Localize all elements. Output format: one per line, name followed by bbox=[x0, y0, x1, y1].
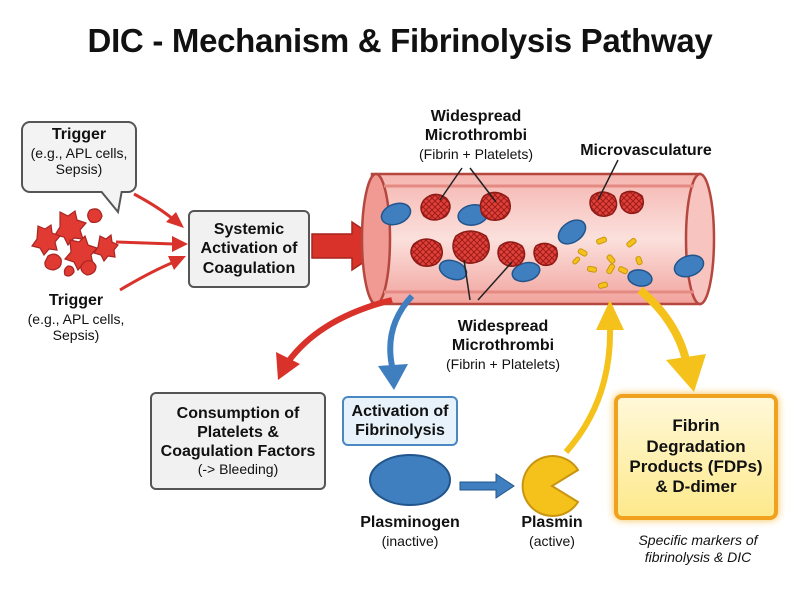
trigger-bottom-label: Trigger (e.g., APL cells, Sepsis) bbox=[14, 292, 138, 344]
fdp-box: Fibrin Degradation Products (FDPs) & D-d… bbox=[614, 394, 778, 520]
fdp-line-3: Products (FDPs) bbox=[629, 457, 763, 476]
fdp-line-4: & D-dimer bbox=[655, 477, 737, 497]
clot bbox=[420, 193, 451, 221]
plasmin-state: (active) bbox=[529, 532, 575, 549]
trigger-cell bbox=[44, 253, 62, 271]
consumption-line-1: Consumption of bbox=[176, 404, 300, 422]
clot bbox=[410, 238, 443, 267]
microthrombi-bottom-line-3: (Fibrin + Platelets) bbox=[446, 355, 560, 372]
blood-cell bbox=[511, 261, 541, 283]
trigger-cell bbox=[30, 223, 62, 257]
arrowhead bbox=[378, 364, 408, 390]
blood-cell bbox=[557, 219, 587, 245]
clot bbox=[589, 191, 618, 217]
arrowhead bbox=[276, 352, 300, 380]
arrowhead bbox=[596, 300, 624, 330]
plasmin-name: Plasmin bbox=[521, 514, 583, 531]
trigger-cell bbox=[87, 208, 103, 223]
systemic-line-2: Activation of bbox=[200, 240, 298, 258]
consumption-line-4: (-> Bleeding) bbox=[197, 461, 279, 478]
plasminogen-to-plasmin-arrow bbox=[459, 473, 515, 499]
plasmin-label: Plasmin (active) bbox=[510, 514, 594, 549]
microthrombi-top-line-1: Widespread bbox=[430, 108, 522, 125]
trigger-arrow-lower bbox=[119, 260, 175, 292]
blood-cell bbox=[673, 254, 705, 278]
fibrinolysis-box: Activation of Fibrinolysis bbox=[342, 396, 458, 446]
trigger-top-example: (e.g., APL cells, bbox=[30, 144, 128, 161]
blood-vessel bbox=[360, 172, 716, 306]
fibrin-fragments bbox=[572, 236, 643, 289]
systemic-line-1: Systemic bbox=[213, 221, 285, 239]
clot bbox=[619, 190, 645, 215]
plasminogen-name: Plasminogen bbox=[360, 514, 460, 531]
microthrombi-top-label: Widespread Microthrombi (Fibrin + Platel… bbox=[396, 108, 556, 162]
plasminogen-shape bbox=[369, 454, 451, 506]
arrowhead bbox=[666, 354, 706, 392]
consumption-line-2: Platelets & bbox=[197, 424, 279, 441]
microthrombi-bottom-line-2: Microthrombi bbox=[451, 336, 555, 354]
trigger-arrows bbox=[115, 192, 175, 292]
trigger-bottom-example-2: Sepsis) bbox=[52, 327, 100, 344]
trigger-arrow-upper bbox=[133, 192, 175, 222]
markers-line-2: fibrinolysis & DIC bbox=[644, 548, 752, 565]
trigger-cell bbox=[63, 265, 75, 277]
clot bbox=[533, 242, 559, 267]
microthrombi-top-line-3: (Fibrin + Platelets) bbox=[419, 145, 533, 162]
trigger-cell bbox=[80, 260, 97, 276]
trigger-arrow-middle bbox=[115, 240, 175, 246]
microthrombi bbox=[410, 190, 645, 267]
trigger-top-title: Trigger bbox=[51, 126, 107, 143]
plasmin-shape bbox=[521, 455, 580, 517]
trigger-bubble bbox=[21, 121, 137, 215]
systemic-line-3: Coagulation bbox=[202, 259, 296, 277]
trigger-top-label: Trigger (e.g., APL cells, Sepsis) bbox=[22, 126, 136, 178]
vessel-to-fdp-arrow bbox=[637, 286, 690, 362]
fibrinolysis-line-1: Activation of bbox=[351, 402, 449, 420]
plasmin-to-vessel-arrow bbox=[563, 325, 614, 454]
vessel-to-consumption-arrow bbox=[285, 297, 393, 364]
vessel-to-fibrinolysis-arrow bbox=[387, 293, 415, 367]
trigger-bottom-example: (e.g., APL cells, bbox=[27, 310, 125, 327]
plasminogen-label: Plasminogen (inactive) bbox=[350, 514, 470, 549]
markers-caption: Specific markers of fibrinolysis & DIC bbox=[610, 532, 786, 566]
label-pointers bbox=[439, 159, 619, 301]
fdp-line-2: Degradation bbox=[646, 436, 746, 456]
trigger-cells bbox=[30, 208, 119, 277]
red-blood-cells bbox=[380, 202, 705, 287]
trigger-cell bbox=[93, 233, 119, 263]
clot bbox=[479, 191, 511, 221]
trigger-top-example-2: Sepsis) bbox=[55, 161, 103, 178]
clot bbox=[497, 241, 526, 267]
plasminogen-state: (inactive) bbox=[381, 532, 439, 549]
blood-cell bbox=[627, 269, 653, 287]
microthrombi-bottom-label: Widespread Microthrombi (Fibrin + Platel… bbox=[418, 318, 588, 372]
diagram-title: DIC - Mechanism & Fibrinolysis Pathway bbox=[87, 22, 713, 59]
microthrombi-bottom-line-1: Widespread bbox=[457, 318, 549, 335]
markers-line-1: Specific markers of bbox=[638, 532, 758, 548]
fdp-line-1: Fibrin bbox=[672, 416, 720, 436]
arrowhead bbox=[172, 236, 188, 252]
systemic-activation-box: Systemic Activation of Coagulation bbox=[188, 210, 310, 288]
clot bbox=[452, 230, 490, 264]
microthrombi-top-line-2: Microthrombi bbox=[424, 126, 528, 144]
arrowhead bbox=[166, 212, 184, 228]
arrowhead bbox=[168, 256, 186, 270]
consumption-line-3: Coagulation Factors bbox=[160, 443, 316, 461]
fibrinolysis-line-2: Fibrinolysis bbox=[355, 422, 445, 439]
blood-cell bbox=[380, 202, 412, 226]
trigger-bottom-title: Trigger bbox=[48, 292, 104, 309]
consumption-box: Consumption of Platelets & Coagulation F… bbox=[150, 392, 326, 490]
microvasculature-label: Microvasculature bbox=[580, 142, 712, 159]
